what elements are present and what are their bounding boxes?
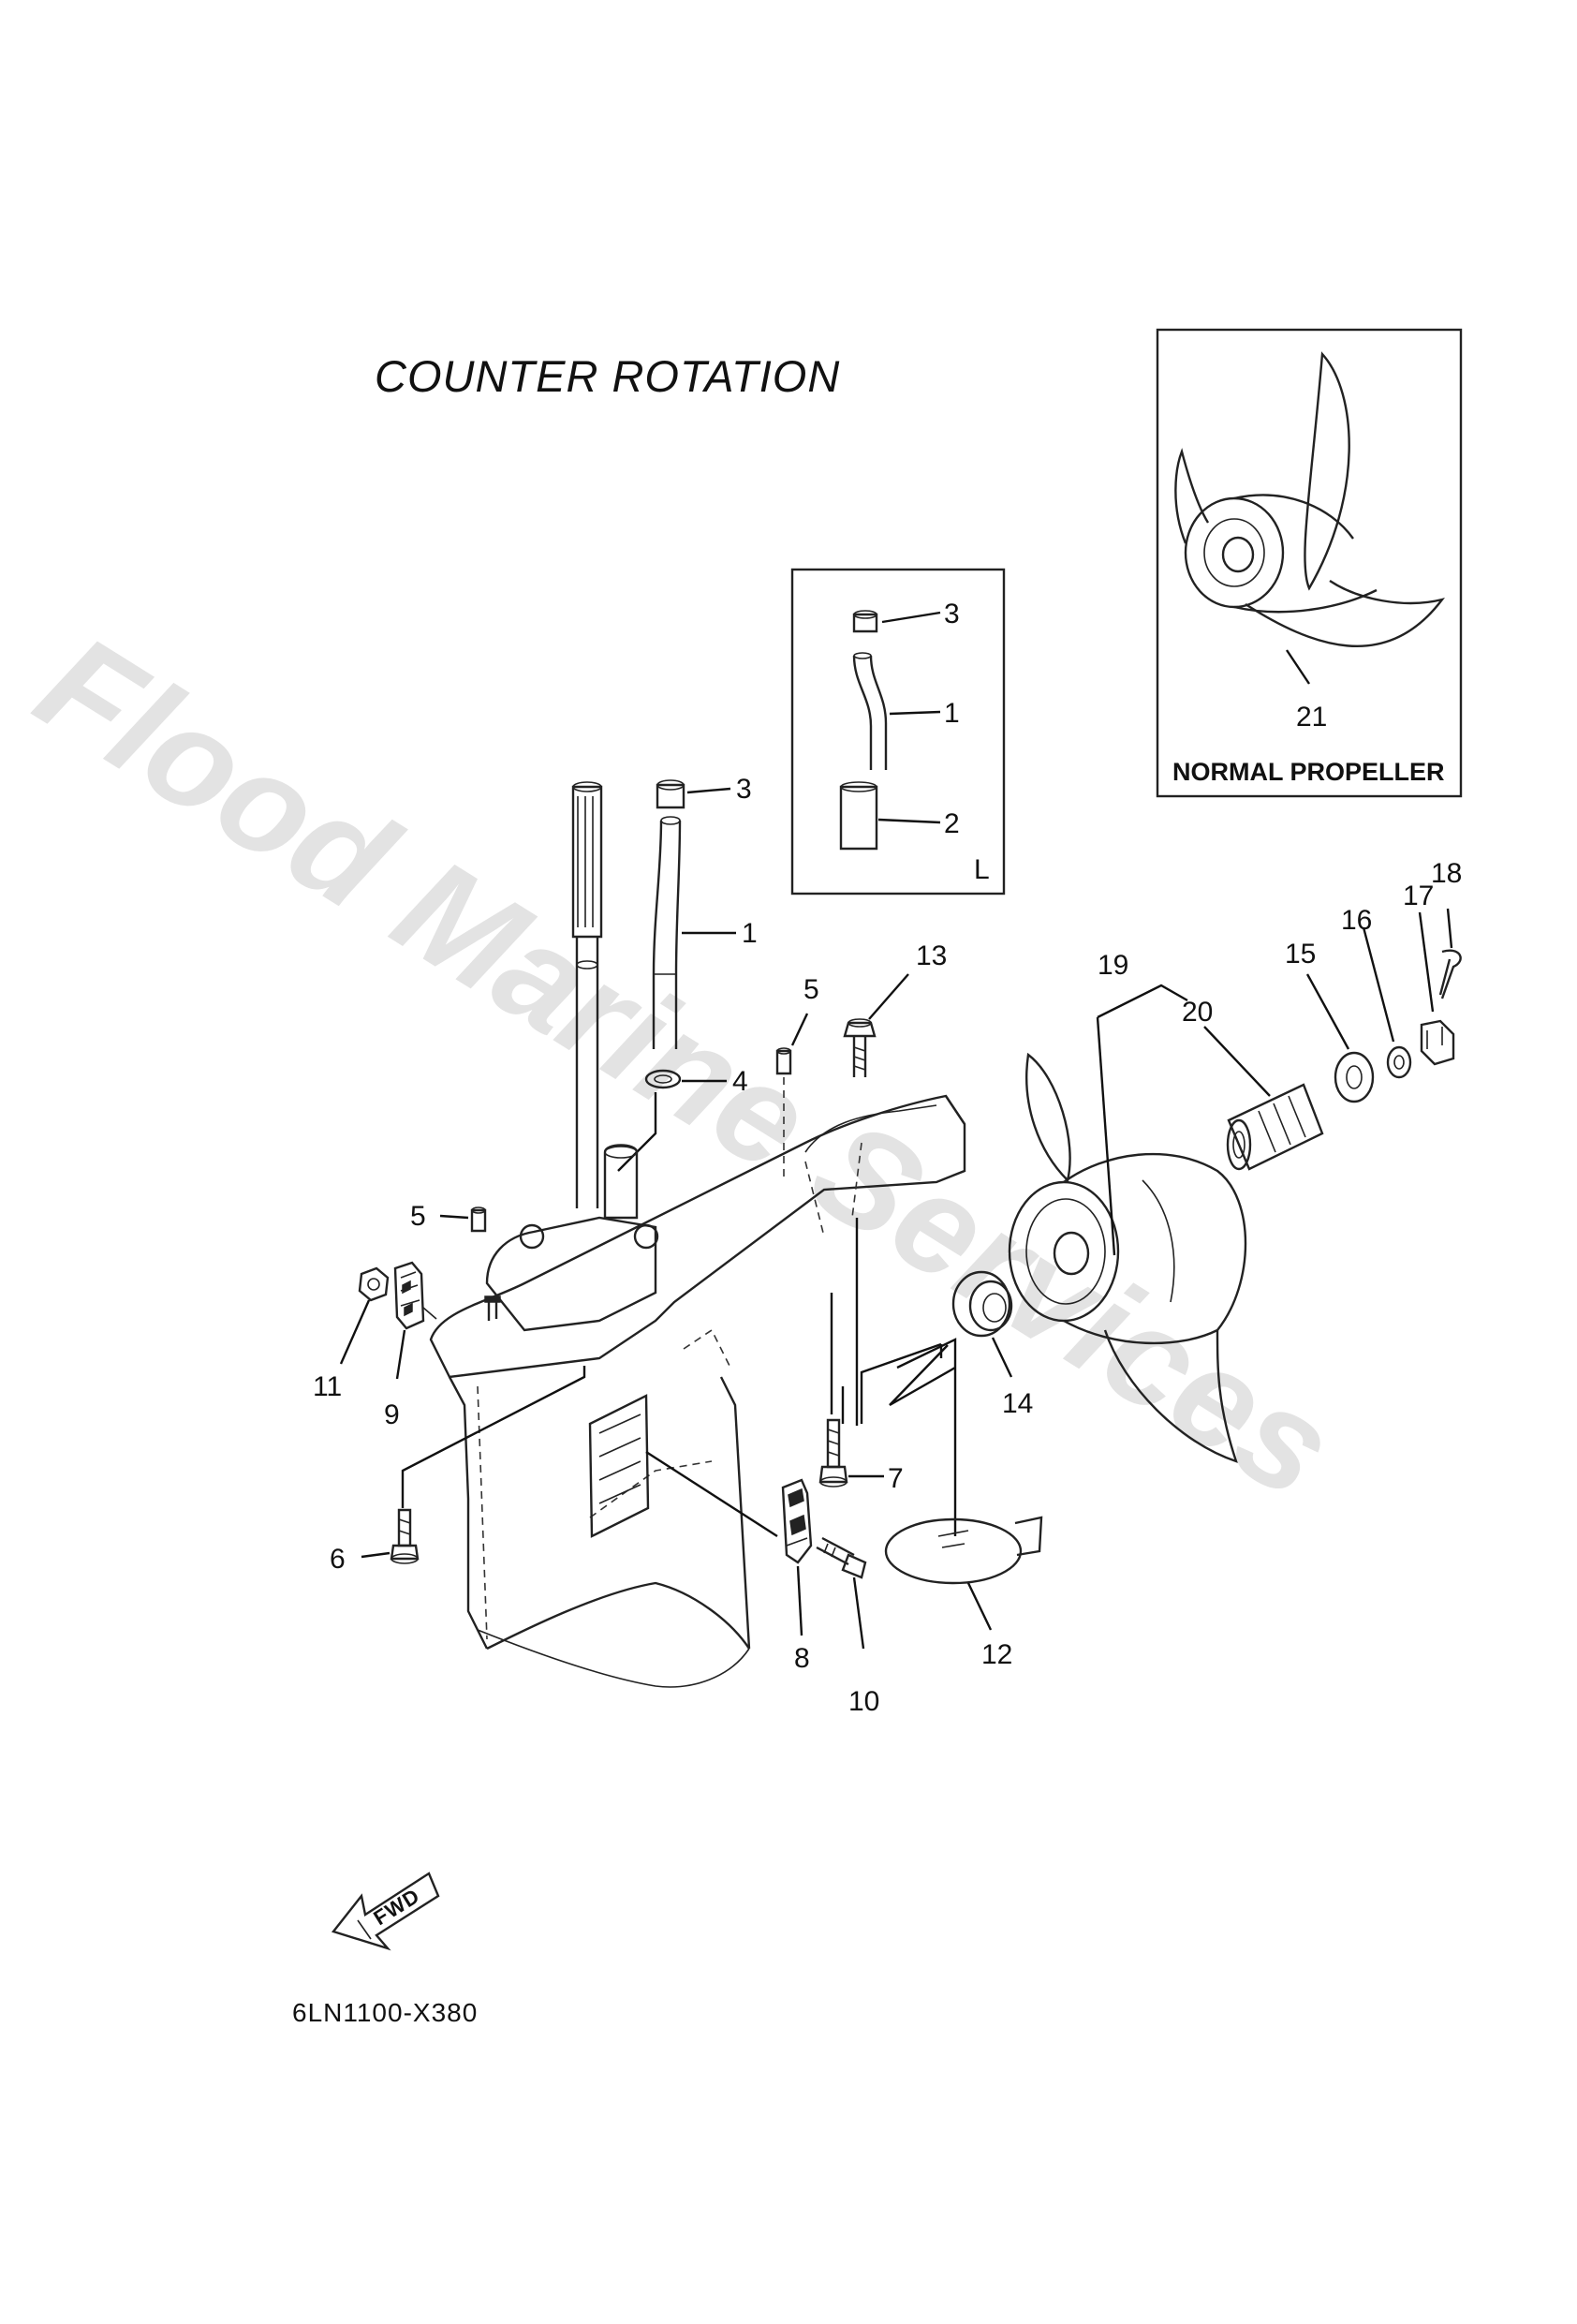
callout-5-right: 5 [803, 974, 819, 1005]
washer-16 [1386, 1045, 1412, 1079]
trim-anode-8 [781, 1478, 813, 1564]
callout-6: 6 [330, 1544, 346, 1575]
bolt-6 [390, 1508, 420, 1564]
callout-19: 19 [1098, 950, 1128, 981]
inset-callout-1: 1 [944, 698, 960, 729]
callout-5-left: 5 [410, 1201, 426, 1232]
dowel-pin-5a [775, 1047, 792, 1075]
callout-18: 18 [1431, 858, 1462, 889]
normal-propeller-label: NORMAL PROPELLER [1172, 758, 1445, 786]
callout-14: 14 [1002, 1388, 1033, 1419]
thrust-washer-14 [951, 1270, 1013, 1338]
nut-11 [358, 1266, 390, 1302]
counter-rotation-propeller [1008, 1052, 1247, 1463]
drawing-code: 6LN1100-X380 [292, 1998, 478, 2027]
callout-10: 10 [848, 1686, 879, 1717]
prop-nut-17 [1420, 1019, 1455, 1066]
inset-hose-variant: 3 1 2 L [790, 568, 1006, 896]
water-tube-assembly [617, 779, 685, 1172]
inset-callout-2: 2 [944, 808, 960, 839]
callout-15: 15 [1285, 939, 1316, 970]
dowel-pin-5b [470, 1206, 487, 1233]
callout-7: 7 [888, 1463, 904, 1494]
callout-12: 12 [981, 1639, 1012, 1670]
anode-9 [393, 1261, 437, 1330]
callout-8: 8 [794, 1643, 810, 1674]
bolt-13 [843, 1018, 877, 1077]
bolt-10 [816, 1536, 867, 1579]
normal-propeller-drawing [1174, 351, 1445, 647]
bolt-7 [818, 1418, 848, 1488]
callout-9: 9 [384, 1399, 400, 1430]
spacer-20 [1226, 1083, 1324, 1171]
fwd-arrow-icon: FWD [331, 1872, 440, 1951]
callout-16: 16 [1341, 905, 1372, 936]
cotter-pin-18 [1438, 949, 1462, 999]
callout-11: 11 [313, 1371, 342, 1402]
inset-corner-label: L [974, 854, 990, 885]
callout-20: 20 [1182, 997, 1213, 1028]
inset-hose-frame [790, 568, 1006, 896]
inset-normal-frame [1156, 328, 1463, 798]
callout-13: 13 [916, 940, 947, 971]
lower-casing [429, 1094, 966, 1688]
diagram-title: COUNTER ROTATION [375, 351, 840, 401]
anode-plate-12 [884, 1516, 1043, 1585]
inset-callout-3: 3 [944, 599, 960, 629]
callout-17: 17 [1403, 881, 1434, 911]
callout-3: 3 [736, 774, 752, 805]
callout-4: 4 [732, 1066, 748, 1097]
callout-21: 21 [1296, 702, 1327, 733]
washer-15 [1334, 1051, 1375, 1103]
callout-1: 1 [742, 918, 758, 949]
drive-shaft [571, 781, 603, 1208]
inset-normal-propeller: 21 NORMAL PROPELLER [1156, 328, 1463, 798]
